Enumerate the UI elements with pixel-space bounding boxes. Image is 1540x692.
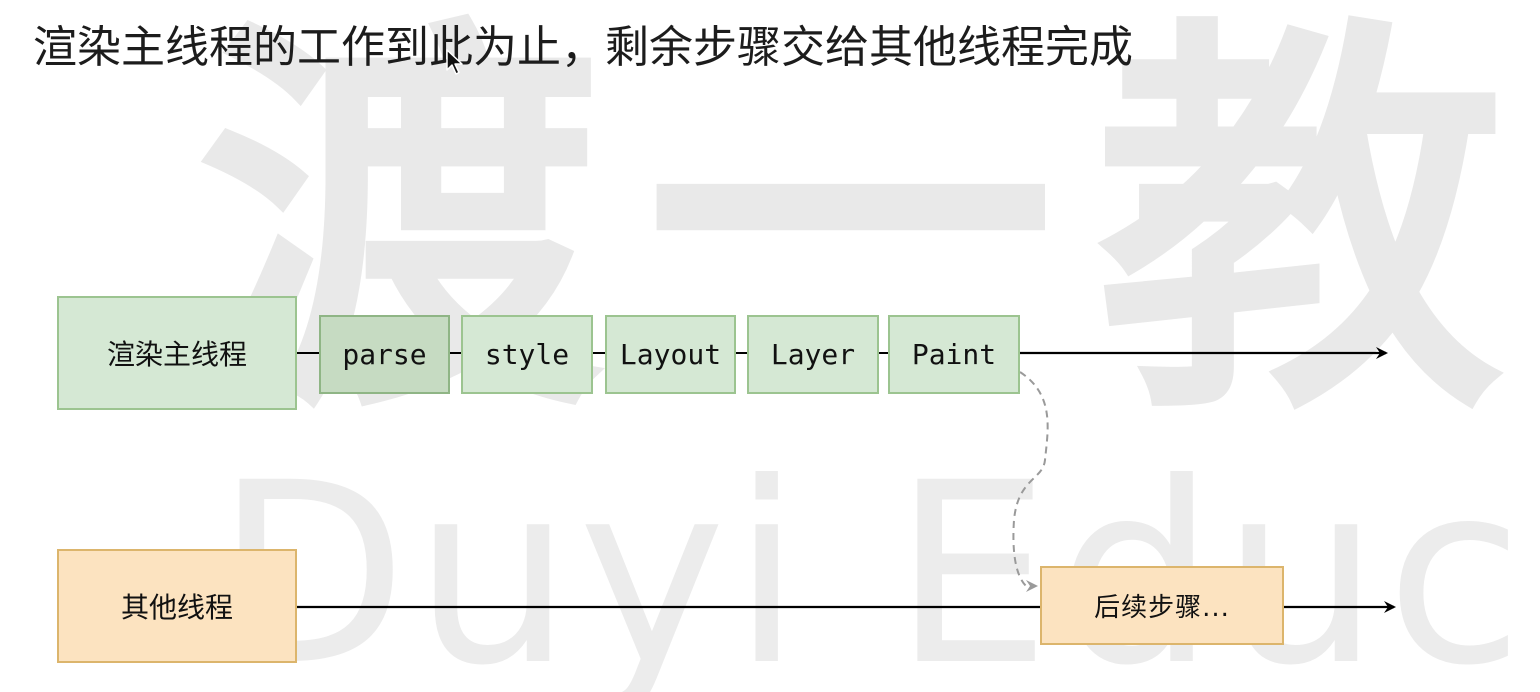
step-layer: Layer [747,315,879,394]
step-layout: Layout [605,315,736,394]
other-thread-box: 其他线程 [57,549,297,663]
step-layout-label: Layout [619,338,722,371]
slide-title: 渲染主线程的工作到此为止，剩余步骤交给其他线程完成 [33,22,1133,73]
mouse-pointer-icon [446,49,463,75]
later-steps-label: 后续步骤... [1094,593,1230,623]
step-parse: parse [319,315,450,394]
step-layer-label: Layer [770,338,856,371]
step-style-label: style [484,338,570,371]
other-thread-label: 其他线程 [120,591,233,624]
step-parse-label: parse [342,338,427,371]
later-steps-box: 后续步骤... [1040,566,1284,645]
watermark-brand-latin: Duyi Educat [215,429,1540,692]
step-paint-label: Paint [911,338,997,371]
step-style: style [461,315,593,394]
step-paint: Paint [888,315,1020,394]
handoff-dashed-arrow [1012,371,1049,592]
main-thread-label: 渲染主线程 [106,338,247,371]
main-thread-box: 渲染主线程 [57,296,297,410]
